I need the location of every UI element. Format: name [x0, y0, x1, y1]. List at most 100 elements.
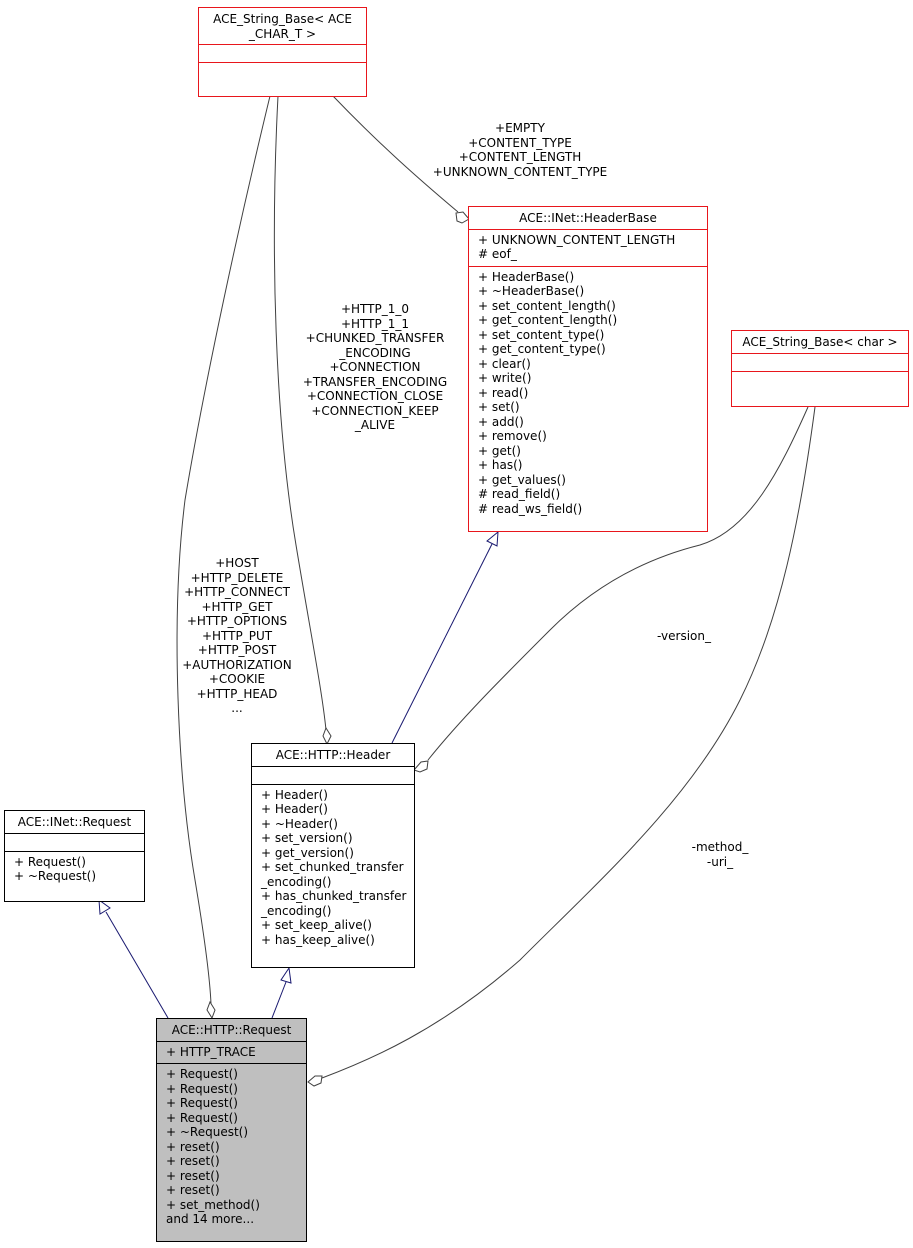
edge-label-line: +HTTP_1_0 — [340, 302, 410, 316]
edge-label-line: -version_ — [657, 629, 711, 643]
method: + Header() — [261, 802, 328, 816]
edge-stringbase-to-request — [176, 95, 271, 1005]
attributes-section — [252, 765, 414, 784]
method: + has_keep_alive() — [261, 932, 375, 947]
methods-section: + Header() + Header() + ~Header() + set_… — [252, 783, 414, 952]
attribute: # eof_ — [478, 247, 517, 261]
class-title-line: ACE::INet::HeaderBase — [519, 211, 657, 225]
method: + read() — [478, 385, 529, 400]
method: + HeaderBase() — [478, 269, 575, 284]
class-http-header[interactable]: ACE::HTTP::Header + Header() + Header() … — [251, 743, 415, 968]
edge-stringbase-char-to-request — [321, 406, 816, 1079]
edge-label-version: -version_ — [644, 629, 724, 644]
method: _encoding() — [261, 874, 332, 889]
attribute: + HTTP_TRACE — [166, 1044, 256, 1059]
attributes-section — [199, 44, 366, 62]
method: + get_values() — [478, 472, 566, 487]
edge-label-line: +HTTP_CONNECT — [184, 585, 290, 599]
aggregation-diamond-icon — [413, 760, 429, 773]
class-title: ACE::HTTP::Header — [252, 744, 414, 766]
edge-stringbase-char-to-header — [427, 406, 809, 761]
method: + remove() — [478, 429, 547, 443]
class-inet-request[interactable]: ACE::INet::Request + Request() + ~Reques… — [4, 810, 145, 902]
method: + set_version() — [261, 831, 353, 845]
edge-label-line: +CONNECTION_CLOSE — [306, 389, 444, 403]
method: + ~Request() — [166, 1125, 249, 1139]
edge-label-line: +TRANSFER_ENCODING — [302, 374, 448, 389]
edge-label-line: +HOST — [215, 556, 259, 570]
edge-label-line: +EMPTY — [495, 121, 545, 135]
inheritance-arrow-icon — [98, 898, 111, 915]
method: + has_chunked_transfer — [261, 889, 407, 903]
methods-section: + HeaderBase() + ~HeaderBase() + set_con… — [469, 265, 707, 521]
class-title-line: ACE::HTTP::Request — [171, 1023, 292, 1037]
class-inet-headerbase[interactable]: ACE::INet::HeaderBase + UNKNOWN_CONTENT_… — [468, 206, 708, 532]
edge-label-line: +HTTP_POST — [197, 643, 277, 657]
method: + set_content_length() — [478, 298, 616, 313]
edge-label-line: +HTTP_DELETE — [190, 570, 284, 585]
attributes-section — [732, 352, 908, 371]
class-http-request[interactable]: ACE::HTTP::Request + HTTP_TRACE + Reques… — [156, 1018, 307, 1242]
method: + Header() — [261, 787, 328, 802]
edge-label-line: -method_ — [691, 840, 749, 854]
edge-label-line: -uri_ — [706, 854, 734, 869]
edge-label-line: +UNKNOWN_CONTENT_TYPE — [432, 164, 608, 179]
method: and 14 more... — [166, 1212, 255, 1226]
edge-label-line: +HTTP_1_1 — [340, 316, 410, 331]
method: + Request() — [166, 1081, 238, 1096]
class-title: ACE_String_Base< ACE _CHAR_T > — [199, 8, 366, 44]
class-title: ACE::INet::Request — [5, 811, 144, 833]
method: # read_field() — [478, 487, 561, 501]
method: + Request() — [166, 1096, 238, 1110]
method: + ~Header() — [261, 816, 338, 831]
aggregation-diamond-icon — [322, 726, 332, 746]
class-title: ACE::HTTP::Request — [157, 1019, 306, 1041]
inheritance-arrow-icon — [280, 966, 292, 984]
edge-label-line: +HTTP_OPTIONS — [186, 614, 288, 628]
method: _encoding() — [261, 903, 332, 918]
edge-request-inherits-inet-request — [105, 911, 169, 1019]
class-title: ACE::INet::HeaderBase — [469, 207, 707, 229]
methods-section — [199, 62, 366, 80]
edge-label-line: +CONTENT_LENGTH — [458, 150, 582, 164]
class-string-base-char-t[interactable]: ACE_String_Base< ACE _CHAR_T > — [198, 7, 367, 97]
edge-label-line: +CHUNKED_TRANSFER — [305, 331, 445, 345]
edge-label-line: +CONTENT_TYPE — [468, 135, 572, 150]
aggregation-diamond-icon — [206, 1000, 216, 1020]
method: + get() — [478, 443, 521, 458]
edge-header-inherits-headerbase — [391, 543, 493, 744]
edge-stringbase-to-header — [273, 95, 327, 731]
method: + ~Request() — [14, 869, 97, 883]
inheritance-arrow-icon — [486, 530, 499, 547]
class-title: ACE_String_Base< char > — [732, 331, 908, 353]
method: + clear() — [478, 356, 531, 371]
class-string-base-char[interactable]: ACE_String_Base< char > — [731, 330, 909, 407]
edge-label-line: +HTTP_PUT — [201, 628, 273, 643]
method: + set() — [478, 400, 520, 414]
edge-label-method-uri: -method_ -uri_ — [680, 840, 760, 869]
edge-label-line: +HTTP_GET — [201, 599, 273, 614]
method: + set_keep_alive() — [261, 918, 372, 932]
class-title-line: ACE::HTTP::Header — [275, 748, 391, 762]
methods-section: + Request() + ~Request() — [5, 850, 144, 888]
method: + has() — [478, 458, 523, 472]
method: + get_content_type() — [478, 342, 606, 356]
method: + reset() — [166, 1183, 220, 1197]
method: + set_chunked_transfer — [261, 860, 404, 874]
attribute: + UNKNOWN_CONTENT_LENGTH — [478, 232, 676, 247]
class-title-line: ACE::INet::Request — [17, 815, 132, 829]
edge-label-headerbase-statics: +EMPTY +CONTENT_TYPE +CONTENT_LENGTH +UN… — [410, 121, 630, 179]
edge-label-request-statics: +HOST +HTTP_DELETE +HTTP_CONNECT +HTTP_G… — [167, 556, 307, 716]
method: # read_ws_field() — [478, 501, 583, 516]
edge-label-line: ... — [231, 701, 243, 715]
method: + get_version() — [261, 845, 354, 860]
edge-label-line: +CONNECTION_KEEP — [311, 403, 439, 418]
edge-label-header-statics: +HTTP_1_0 +HTTP_1_1 +CHUNKED_TRANSFER _E… — [285, 302, 465, 433]
method: + reset() — [166, 1168, 220, 1183]
attributes-section — [5, 832, 144, 851]
class-title-line: ACE_String_Base< char > — [742, 335, 898, 349]
edge-request-inherits-header — [271, 981, 287, 1019]
method: + write() — [478, 371, 532, 385]
